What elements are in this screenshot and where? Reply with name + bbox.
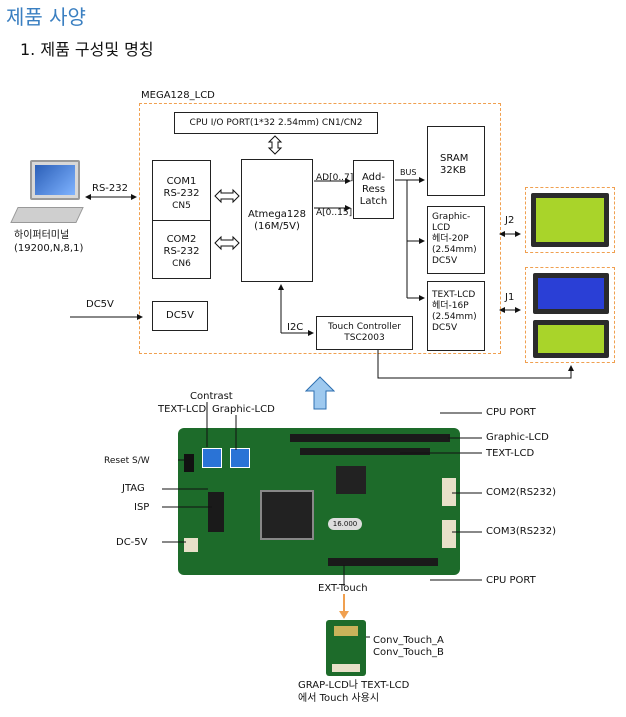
com2-port-label: COM2(RS232) [486,487,557,498]
up-arrow-icon [305,376,335,410]
touch-converter-connector [332,664,360,672]
dc5v-box: DC5V [152,301,208,331]
touch-controller-box: Touch Controller TSC2003 [316,316,413,350]
glcd-l5: DC5V [432,256,458,266]
touch-name: Touch Controller [328,322,401,332]
com2-label: COM2 RS-232 CN6 [152,234,211,270]
cpu-port-bottom-label: CPU PORT [486,575,536,586]
latch-l1: Add- [362,171,385,183]
com2-connector: CN6 [172,259,191,269]
dc5v-box-label: DC5V [166,310,194,321]
reset-switch [184,454,194,472]
touch-chip: TSC2003 [344,333,385,343]
pc-screen [35,165,75,195]
pc-monitor-icon [30,160,80,200]
page-title: 제품 사양 [6,5,86,29]
dc-jack [184,538,198,552]
text-lcd-header-box: TEXT-LCD 헤더-16P (2.54mm) DC5V [427,281,485,351]
com1-type: RS-232 [163,188,200,199]
glcd-l3: 헤더-20P [432,234,469,244]
glcd-l2: LCD [432,223,451,233]
mcu-chip [260,490,314,540]
dc5v-board-label: DC-5V [116,537,148,548]
crystal-label: 16.000 [332,520,358,528]
ext-touch-label: EXT-Touch [318,583,368,594]
cpu-spec: (16M/5V) [254,220,300,232]
reset-switch-label: Reset S/W [104,456,150,466]
com-divider [152,220,211,221]
jtag-header [208,492,224,532]
sram-box: SRAM 32KB [427,126,485,196]
text-lcd-blue-image [533,273,609,314]
touch-converter-board-image [326,620,366,676]
rs232-label: RS-232 [92,183,128,194]
latch-l3: Latch [359,195,388,207]
com2-name: COM2 [166,234,197,245]
isp-label: ISP [134,502,150,513]
mega128-group-box [139,103,501,354]
cpu-port-top-label: CPU PORT [486,407,536,418]
cpu-box: Atmega128 (16M/5V) [241,159,313,282]
com3-port-label: COM3(RS232) [486,526,557,537]
diagram-connections [70,135,574,379]
section-heading: 1. 제품 구성및 명칭 [20,40,154,59]
com-group-box [152,160,211,279]
glcd-l4: (2.54mm) [432,245,477,255]
pc-label-2: (19200,N,8,1) [14,243,84,254]
crystal: 16.000 [328,518,362,530]
graphic-lcd-image [531,193,609,247]
dc5v-input-label: DC5V [86,299,114,310]
group-label: MEGA128_LCD [141,90,215,101]
board-header-top [290,434,450,442]
contrast-label: Contrast [190,391,233,402]
j2-label: J2 [505,215,515,226]
latch-l2: Ress [361,183,386,195]
com1-name: COM1 [166,176,197,187]
conv-touch-b-label: Conv_Touch_B [373,647,444,658]
bus-label: BUS [400,168,417,177]
tlcd-l1: TEXT-LCD [432,290,476,300]
i2c-label: I2C [287,322,304,333]
tlcd-l3: (2.54mm) [432,312,477,322]
address-bus-label: A[0..15] [316,208,353,218]
j1-label: J1 [505,292,515,303]
sram-size: 32KB [440,165,467,176]
cpu-name: Atmega128 [247,208,307,220]
graphic-lcd-port-label: Graphic-LCD [486,432,549,443]
text-lcd-trim-label: TEXT-LCD [158,404,207,415]
trimmer-2 [230,448,250,468]
touch-usage-note-1: GRAP-LCD나 TEXT-LCD [298,680,410,691]
j1-lcd-frame [525,267,615,363]
tlcd-l2: 헤더-16P [432,301,469,311]
com3-connector [442,520,456,548]
com1-connector: CN5 [172,201,191,211]
sram-chip [336,466,366,494]
graphic-lcd-trim-label: Graphic-LCD [212,404,275,415]
sram-name: SRAM [440,153,469,164]
ad-bus-label: AD[0..7] [316,173,354,183]
conv-touch-a-label: Conv_Touch_A [373,635,444,646]
jtag-label: JTAG [122,483,145,494]
j2-lcd-frame [525,187,615,253]
tlcd-l4: DC5V [432,323,458,333]
board-header-second [300,448,430,455]
glcd-l1: Graphic- [432,212,471,222]
cpu-io-port-box: CPU I/O PORT(1*32 2.54mm) CN1/CN2 [174,112,378,134]
text-lcd-port-label: TEXT-LCD [486,448,535,459]
touch-usage-note-2: 에서 Touch 사용시 [298,693,380,704]
com2-type: RS-232 [163,246,200,257]
cpu-io-port-label: CPU I/O PORT(1*32 2.54mm) CN1/CN2 [189,118,363,128]
touch-converter-pads [334,626,358,636]
latch-box: Add- Ress Latch [353,160,394,219]
pc-label-1: 하이퍼터미널 [14,230,70,241]
com2-connector [442,478,456,506]
board-header-bottom [328,558,438,566]
text-lcd-green-image [533,320,609,358]
graphic-lcd-header-box: Graphic- LCD 헤더-20P (2.54mm) DC5V [427,206,485,274]
trimmer-1 [202,448,222,468]
com1-label: COM1 RS-232 CN5 [152,176,211,212]
